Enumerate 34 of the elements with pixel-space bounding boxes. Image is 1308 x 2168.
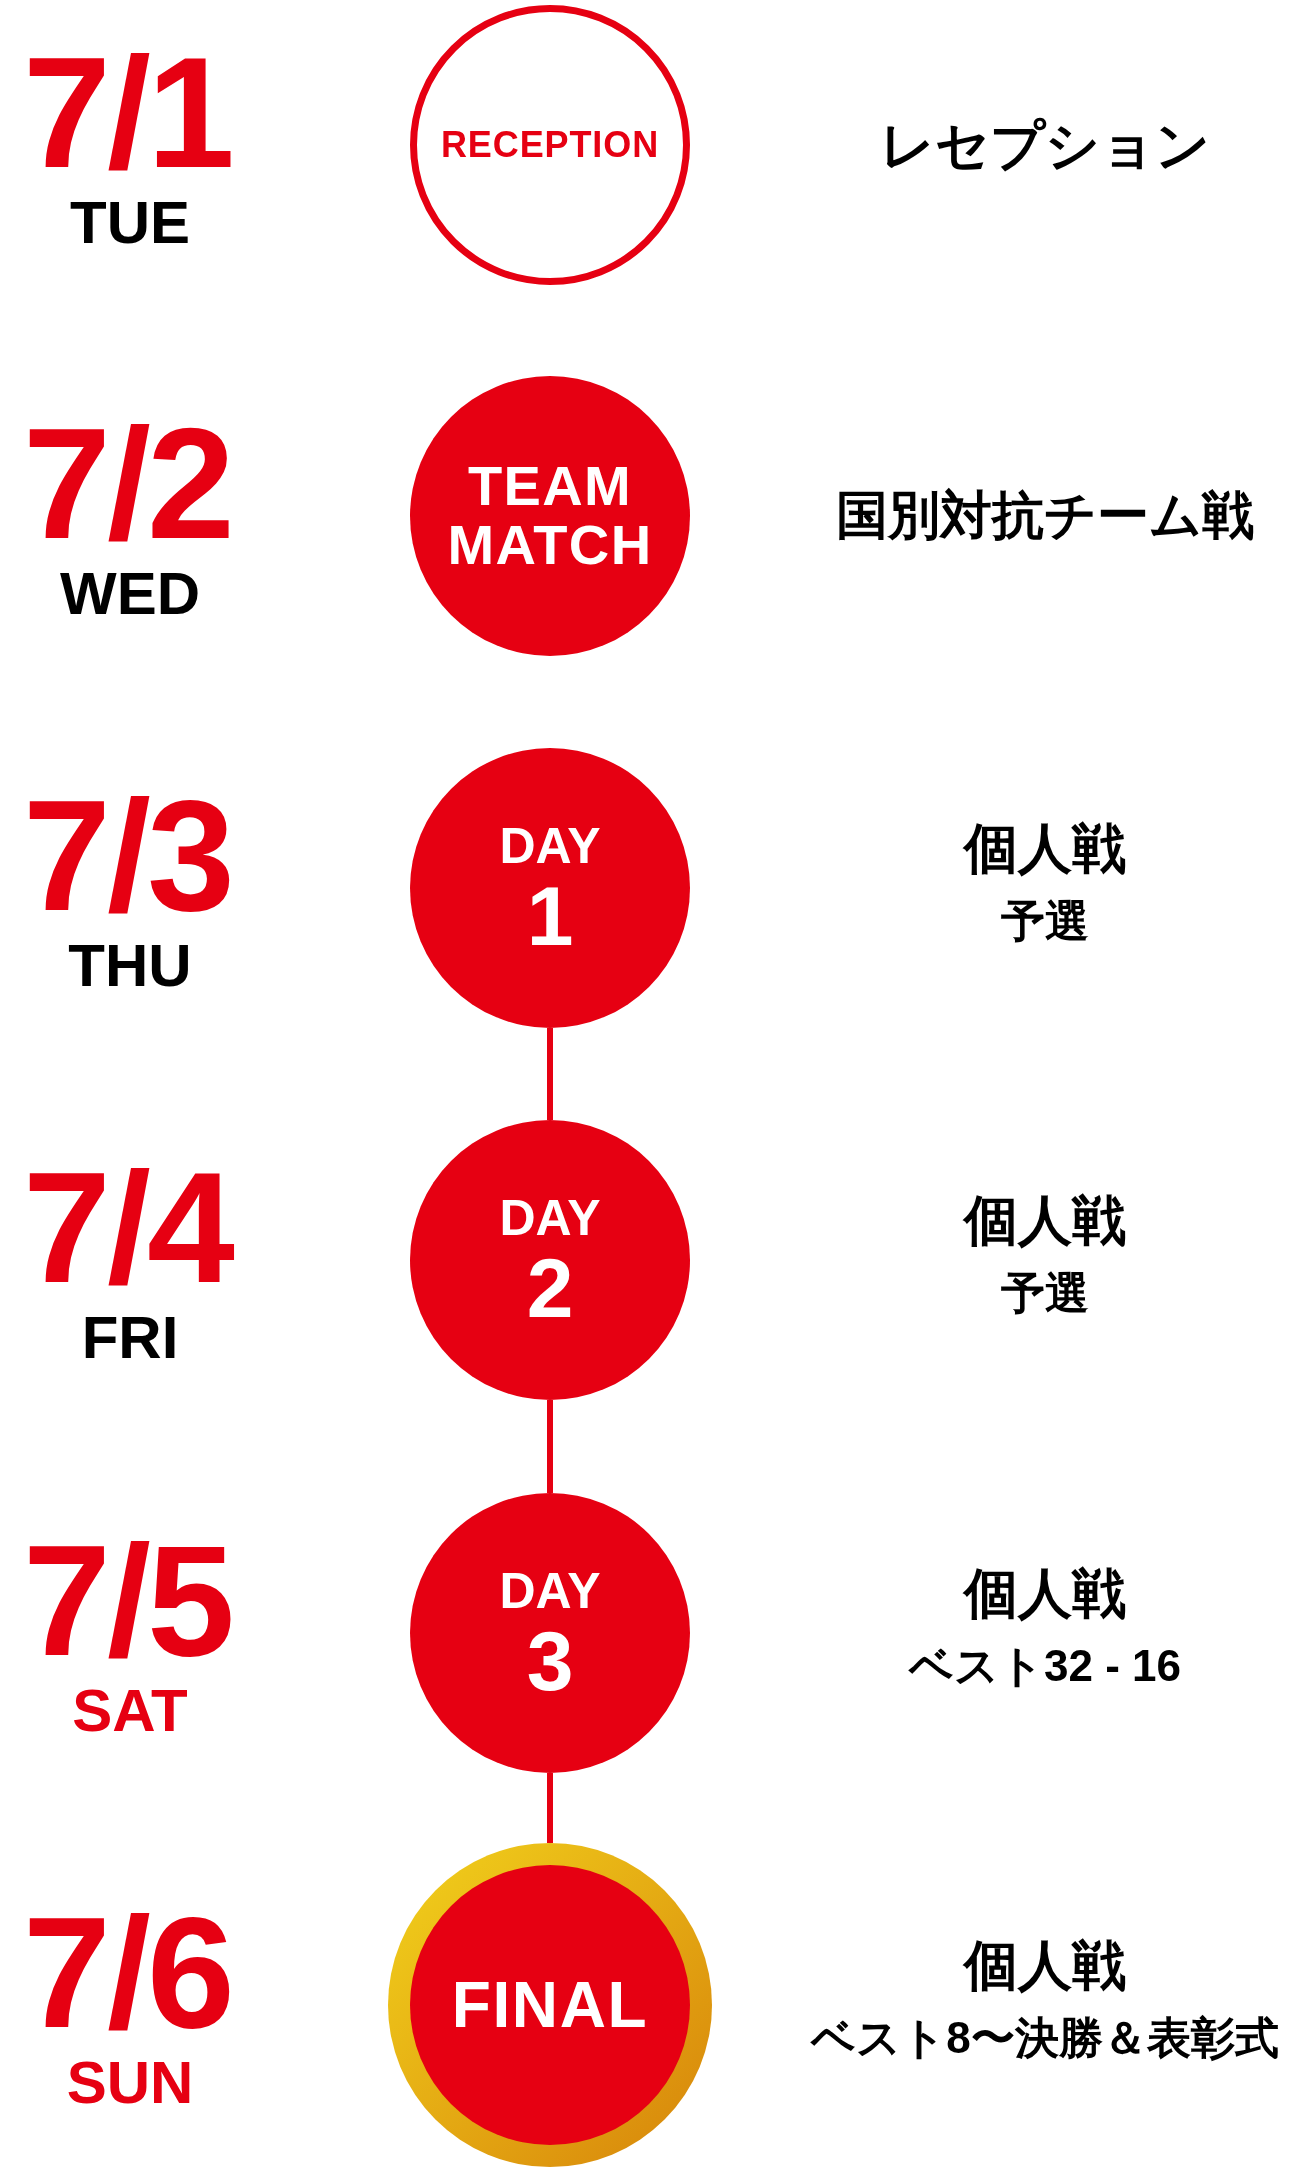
- circle-label: DAY: [499, 1563, 601, 1619]
- event-detail: ベスト8〜決勝＆表彰式: [811, 2011, 1279, 2064]
- event-title: 個人戦: [964, 1934, 1126, 1997]
- date-text: 7/2: [22, 404, 232, 562]
- weekday-text: THU: [67, 936, 193, 996]
- event-detail: 予選: [1001, 894, 1089, 947]
- event-title: 個人戦: [964, 817, 1126, 880]
- date-text: 7/3: [22, 776, 232, 934]
- date-text: 7/5: [22, 1521, 232, 1679]
- circle-label: TEAM MATCH: [446, 457, 654, 575]
- weekday-text: SAT: [71, 1681, 189, 1741]
- circle-label: RECEPTION: [439, 123, 661, 167]
- day-number: 3: [526, 1618, 574, 1703]
- weekday-text: FRI: [80, 1308, 180, 1368]
- connector-line: [547, 1400, 553, 1493]
- circle-label: FINAL: [450, 1968, 650, 2043]
- day-number: 1: [526, 873, 574, 958]
- circle-label: DAY: [499, 1190, 601, 1246]
- date-text: 7/4: [22, 1148, 234, 1306]
- weekday-text: SUN: [65, 2053, 195, 2113]
- event-detail: ベスト32 - 16: [909, 1639, 1181, 1692]
- event-title: レセプション: [880, 114, 1210, 177]
- weekday-text: WED: [59, 564, 201, 624]
- event-detail: 予選: [1001, 1266, 1089, 1319]
- date-text: 7/6: [22, 1893, 232, 2051]
- event-title: 国別対抗チーム戦: [836, 485, 1254, 546]
- date-text: 7/1: [22, 33, 232, 191]
- circle-label: DAY: [499, 818, 601, 874]
- weekday-text: TUE: [69, 193, 191, 253]
- connector-line: [547, 1773, 553, 1843]
- day-number: 2: [526, 1245, 574, 1330]
- event-title: 個人戦: [964, 1189, 1126, 1252]
- event-title: 個人戦: [964, 1562, 1126, 1625]
- connector-line: [547, 1028, 553, 1120]
